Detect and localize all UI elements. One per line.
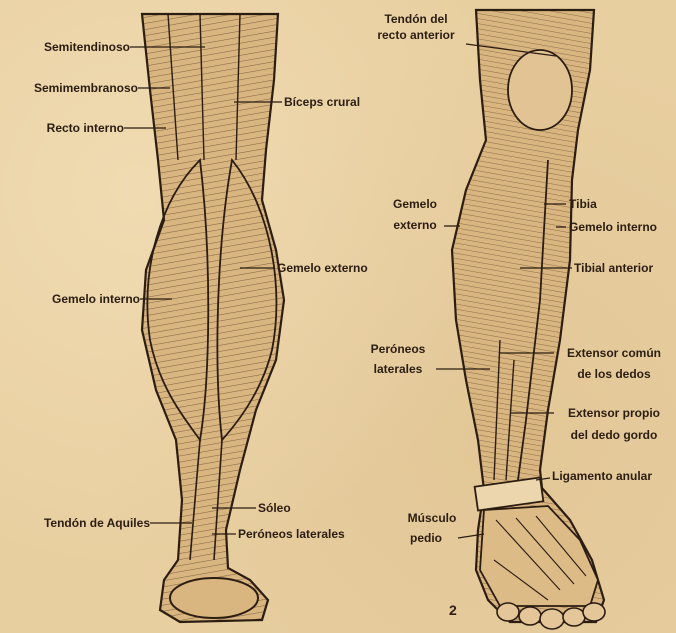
foot-dorsum <box>480 506 598 606</box>
label-tibia: Tibia <box>569 197 597 212</box>
heel <box>170 578 258 618</box>
label-tendon-aquiles: Tendón de Aquiles <box>8 516 150 531</box>
label-soleo: Sóleo <box>258 501 291 516</box>
label-tibial-anterior: Tibial anterior <box>574 261 653 276</box>
label-biceps-crural: Bíceps crural <box>284 95 360 110</box>
label-musculo-pedio-line1: Músculo <box>394 511 470 526</box>
label-extensor-propio-line2: del dedo gordo <box>556 428 672 443</box>
label-gemelo-externo-anterior-line2: externo <box>384 218 446 233</box>
anterior-leg-figure <box>452 10 605 629</box>
label-gemelo-interno: Gemelo interno <box>8 292 140 307</box>
page-number: 2 <box>449 603 457 618</box>
label-semitendinoso: Semitendinoso <box>8 40 130 55</box>
label-recto-interno: Recto interno <box>8 121 124 136</box>
label-peroneos-laterales-posterior: Peróneos laterales <box>238 527 345 542</box>
label-tendon-recto-anterior-line1: Tendón del <box>368 12 464 27</box>
label-tendon-recto-anterior-line2: recto anterior <box>368 28 464 43</box>
label-semimembranoso: Semimembranoso <box>8 81 138 96</box>
label-extensor-comun-line1: Extensor común <box>556 346 672 361</box>
label-gemelo-externo-anterior-line1: Gemelo <box>384 197 446 212</box>
label-extensor-propio-line1: Extensor propio <box>556 406 672 421</box>
patella <box>508 50 572 130</box>
label-musculo-pedio-line2: pedio <box>394 531 458 546</box>
label-peroneos-laterales-anterior-line2: laterales <box>360 362 436 377</box>
label-ligamento-anular: Ligamento anular <box>552 469 652 484</box>
label-extensor-comun-line2: de los dedos <box>556 367 672 382</box>
label-gemelo-externo: Gemelo externo <box>277 261 368 276</box>
label-gemelo-interno-anterior: Gemelo interno <box>569 220 657 235</box>
label-peroneos-laterales-anterior-line1: Peróneos <box>360 342 436 357</box>
